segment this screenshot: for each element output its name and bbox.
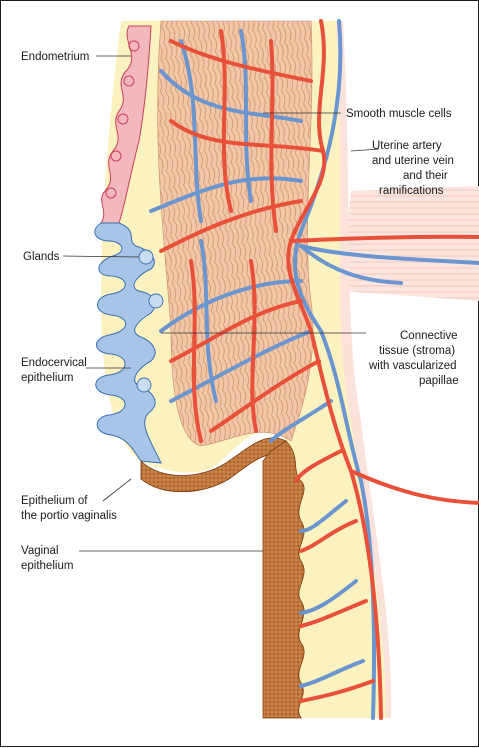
uterine-arteries [159, 19, 479, 720]
endometrium [100, 25, 152, 224]
glands-label: Glands [23, 251, 60, 263]
vaginal-epithelium [262, 440, 305, 719]
uterine-artery-label-line-2: and uterine vein [372, 155, 454, 167]
vaginal-label-line-2: epithelium [21, 560, 73, 572]
smooth-muscle-label: Smooth muscle cells [346, 108, 452, 120]
connective-tissue-label-line-2: tissue (stroma) [379, 345, 455, 357]
smooth-muscle-bundle [157, 20, 314, 447]
connective-tissue-label-line-4: papillae [419, 375, 459, 387]
connective-tissue-label-line-3: with vascularized [368, 360, 457, 372]
cervical-glands [136, 249, 164, 393]
ligament-tissue [341, 186, 479, 301]
endometrium-label: Endometrium [21, 51, 89, 63]
vaginal-label-line-1: Vaginal [21, 545, 59, 557]
connective-tissue-label-line-1: Connective [400, 330, 458, 342]
uterine-artery-label-line-3: and their [403, 170, 448, 182]
glands-leader [62, 255, 140, 258]
endocervical-label-line-2: epithelium [21, 372, 73, 384]
portio-label-line-2: the portio vaginalis [21, 510, 117, 522]
portio-leader [102, 478, 132, 502]
uterine-artery-leader [350, 148, 380, 152]
uterine-artery-label-line-4: ramifications [379, 185, 444, 197]
endocervical-label-line-1: Endocervical [21, 357, 87, 369]
uterine-artery-label-line-1: Uterine artery [372, 140, 442, 152]
portio-label-line-1: Epithelium of [21, 495, 88, 507]
endometrial-glands [105, 40, 140, 199]
outer-wall-band [331, 21, 392, 718]
